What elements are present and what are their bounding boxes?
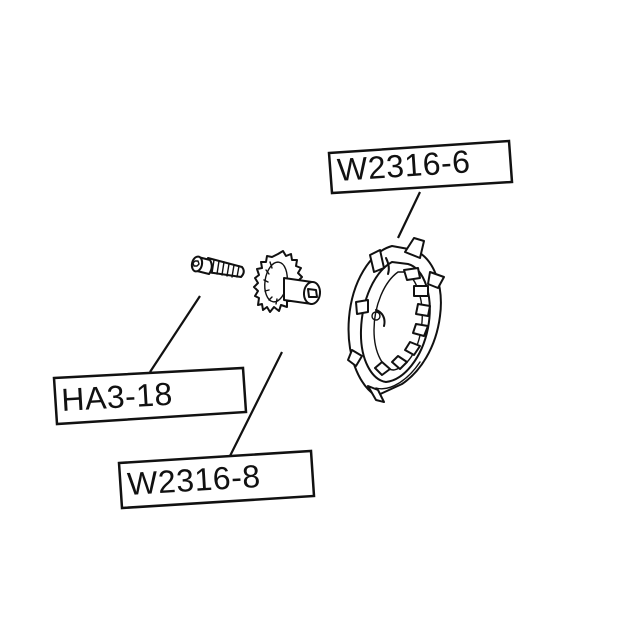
callout-w2316-6: W2316-6: [327, 139, 514, 195]
callout-box-w2316-6: [327, 139, 514, 195]
part-label-w2316-6: W2316-6: [336, 143, 471, 188]
screw-part-ha3-18: [190, 255, 245, 278]
part-label-w2316-8: W2316-8: [126, 458, 261, 502]
gear-part-w2316-8: [253, 250, 322, 313]
leader-line-w2316-6: [397, 191, 421, 239]
leader-line-ha3-18: [149, 295, 201, 373]
callout-w2316-8: W2316-8: [117, 449, 316, 510]
callout-ha3-18: HA3-18: [52, 366, 248, 426]
callout-box-w2316-8: [117, 449, 316, 510]
ring-housing-part-w2316-6: [347, 237, 445, 403]
callout-box-ha3-18: [52, 366, 248, 426]
part-label-ha3-18: HA3-18: [60, 376, 173, 418]
leader-line-w2316-8: [227, 351, 283, 461]
